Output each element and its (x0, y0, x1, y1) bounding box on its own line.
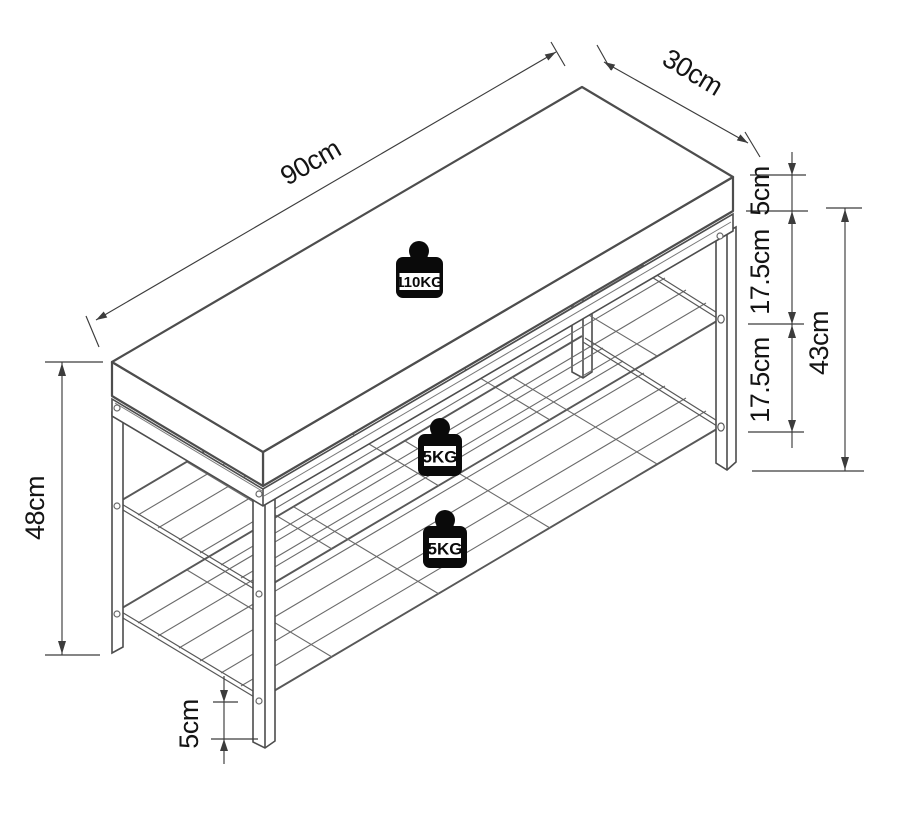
screw-holes (113, 232, 724, 705)
dim-depth-label: 30cm (657, 43, 727, 102)
upper-shelf-load-label: 5KG (423, 448, 458, 467)
dim-total-height-label: 48cm (20, 476, 50, 540)
seat-load-label: 110KG (396, 274, 443, 291)
lower-shelf-side-rails (117, 337, 720, 699)
dim-lower-gap-label: 17.5cm (745, 337, 775, 423)
lower-shelf-load-label: 5KG (428, 540, 463, 559)
dimension-lines (61, 51, 846, 764)
seat-load-icon: 110KG (396, 241, 443, 298)
dim-upper-gap-label: 17.5cm (745, 229, 775, 315)
dim-frame-height-label: 43cm (804, 311, 834, 375)
dimension-end-ticks (85, 41, 761, 348)
lower-rail-end-cap (717, 422, 725, 432)
dim-ground-clearance-label: 5cm (174, 699, 204, 749)
dim-cushion-thickness-label: 5cm (745, 166, 775, 216)
front-left-leg (252, 496, 276, 749)
extension-lines (45, 174, 864, 740)
upper-shelf-side-rails (117, 229, 720, 591)
upper-rail-end-cap (717, 314, 725, 324)
dim-length-label: 90cm (275, 133, 345, 191)
top-frame (111, 212, 734, 507)
front-right-leg (715, 224, 737, 471)
upper-shelf-load-icon: 5KG (418, 418, 462, 476)
lower-shelf-load-icon: 5KG (423, 510, 467, 568)
